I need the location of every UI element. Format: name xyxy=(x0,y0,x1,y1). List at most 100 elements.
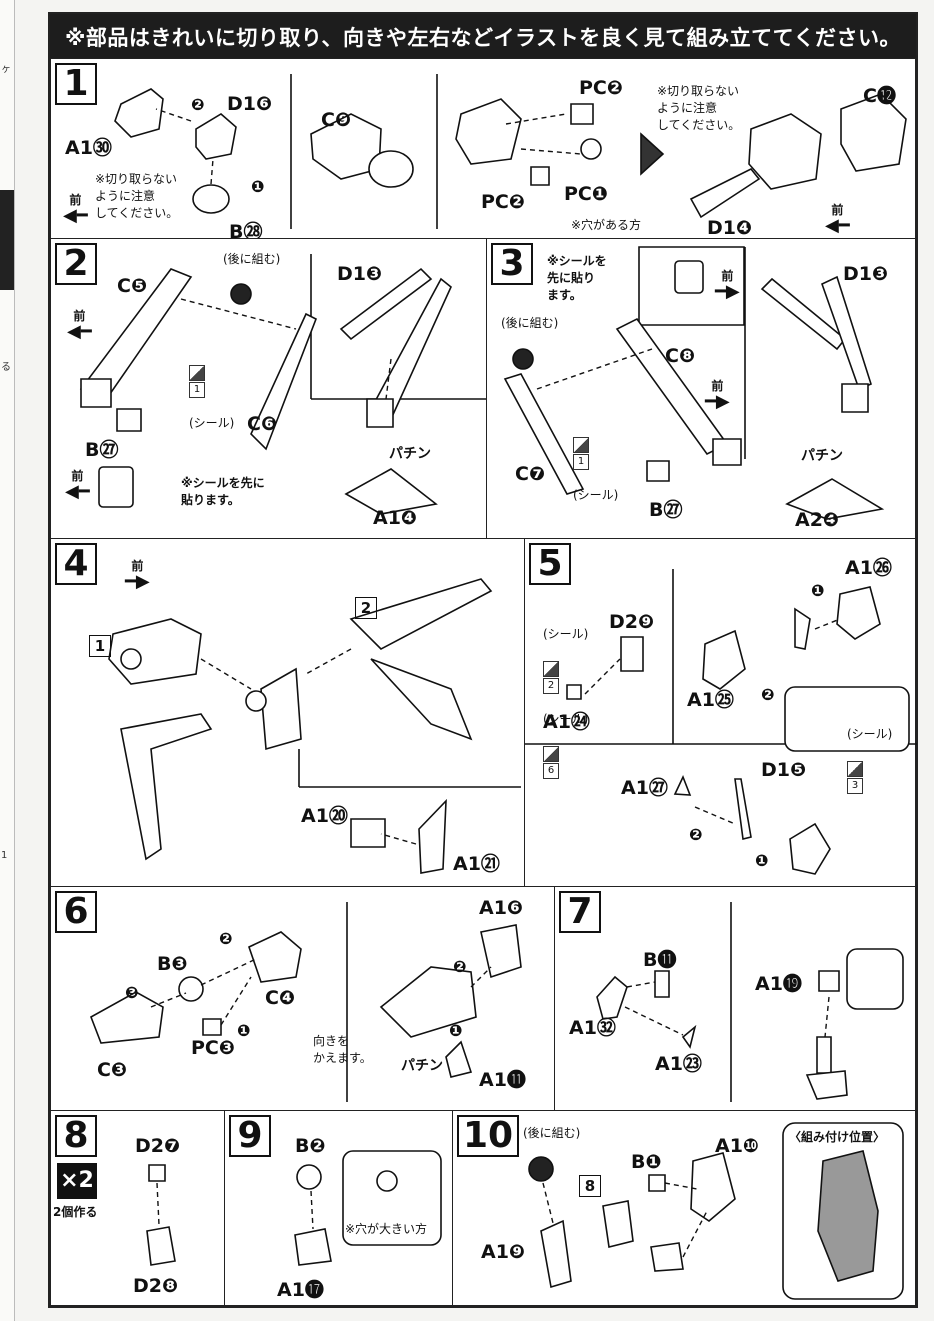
front-indicator: 前◀━ xyxy=(825,203,850,236)
seal-callout: 1 (シール) xyxy=(573,419,618,504)
order-marker: ❸ xyxy=(125,983,139,1002)
step-7-panel: 7 B⓫ A1㉜ A1㉓ A1⓳ xyxy=(554,886,916,1112)
part-label: PC❷ xyxy=(481,191,525,213)
seal-note: ※シールを先に 貼ります。 xyxy=(181,476,265,507)
step-2-panel: 2 C❺ B㉗ C❻ D1❸ A xyxy=(50,238,488,540)
part-label: D1❺ xyxy=(761,759,807,781)
instruction-sheet: ※部品はきれいに切り取り、向きや左右などイラストを良く見て組み立ててください。 … xyxy=(48,12,918,1308)
part-label: B❶ xyxy=(631,1151,662,1173)
step-number: 1 xyxy=(55,63,97,105)
multiplier-badge: ×2 xyxy=(57,1163,97,1199)
step-4-panel: 4 1 2 A1⑳ A1㉑ 前━ xyxy=(50,538,526,888)
part-label: B㉗ xyxy=(85,439,119,461)
ref-box: 8 xyxy=(579,1175,601,1197)
step-6-illustration xyxy=(51,887,557,1113)
front-indicator: 前◀━ xyxy=(65,469,90,502)
part-label: B⓫ xyxy=(643,949,677,971)
snap-text: パチン xyxy=(389,446,431,462)
step-1-illustration xyxy=(51,59,917,241)
front-indicator: 前━▶ xyxy=(125,559,150,592)
part-label: A1⓳ xyxy=(755,973,802,995)
seal-icon xyxy=(573,436,589,453)
later-note: (後に組む) xyxy=(501,316,559,330)
seal-text: (シール) xyxy=(847,727,893,741)
part-label: B❸ xyxy=(157,953,188,975)
step-2-illustration xyxy=(51,239,489,541)
front-indicator: 前◀━ xyxy=(63,193,88,226)
step-10-panel: 10 (後に組む) B❶ A1❿ A1❾ 8 〈組み付け位置〉 xyxy=(452,1110,916,1306)
banner-notice: ※部品はきれいに切り取り、向きや左右などイラストを良く見て組み立ててください。 xyxy=(50,14,916,60)
seal-icon xyxy=(543,745,559,762)
front-indicator: 前◀━ xyxy=(67,309,92,342)
order-marker: ❷ xyxy=(191,95,205,114)
part-label: D1❻ xyxy=(227,93,273,115)
edge-char: る xyxy=(1,362,11,373)
part-label: A1㉚ xyxy=(65,137,112,159)
step-4-illustration xyxy=(51,539,527,889)
part-label: A1㉗ xyxy=(621,777,668,799)
hole-note: ※穴がある方 xyxy=(571,218,642,232)
edge-tab xyxy=(0,190,14,290)
seal-text: (シール) xyxy=(189,416,235,430)
part-label: C❹ xyxy=(265,987,296,1009)
step-6-panel: 6 B❸ C❹ PC❸ C❸ A1❻ A1⓫ 向きを xyxy=(50,886,556,1112)
page-edge: ヶ る 1 xyxy=(0,0,15,1321)
part-label: C❺ xyxy=(117,275,148,297)
seal-icon xyxy=(543,660,559,677)
ref-box: 1 xyxy=(89,635,111,657)
seal-number: 3 xyxy=(847,777,863,794)
part-label: D2❾ xyxy=(609,611,655,633)
step-10-illustration xyxy=(453,1111,917,1307)
step-9-panel: 9 B❷ A1⓱ ※穴が大きい方 xyxy=(224,1110,454,1306)
part-label: A1⓫ xyxy=(479,1069,526,1091)
step-5-illustration xyxy=(525,539,917,889)
part-label: D1❸ xyxy=(843,263,889,285)
step-8-panel: 8 ×2 2個作る D2❼ D2❽ xyxy=(50,1110,226,1306)
part-label: C❻ xyxy=(247,413,278,435)
seal-number: 1 xyxy=(573,453,589,470)
step-number: 8 xyxy=(55,1115,97,1157)
snap-text: パチン xyxy=(801,448,843,464)
front-indicator: 前━▶ xyxy=(705,379,730,412)
part-label: D1❸ xyxy=(337,263,383,285)
part-label: D1❹ xyxy=(707,217,753,239)
seal-number: 6 xyxy=(543,762,559,779)
part-label: A1⓱ xyxy=(277,1279,324,1301)
later-note: (後に組む) xyxy=(223,252,281,266)
hole-note: ※穴が大きい方 xyxy=(345,1222,428,1236)
part-label: A1㉓ xyxy=(655,1053,702,1075)
order-marker: ❶ xyxy=(449,1021,463,1040)
seal-callout: (シール) 2 (シール) 6 xyxy=(543,609,588,779)
seal-text: (シール) xyxy=(543,712,589,726)
part-label: D2❽ xyxy=(133,1275,179,1297)
part-label: B㉘ xyxy=(229,221,263,243)
step-7-illustration xyxy=(555,887,917,1113)
step-3-illustration xyxy=(487,239,917,541)
step-5-panel: 5 (シール) 2 xyxy=(524,538,916,888)
make-count-note: 2個作る xyxy=(53,1205,98,1219)
part-label: A1❹ xyxy=(373,507,418,529)
seal-callout: 1 (シール) xyxy=(189,347,234,432)
turn-note: 向きを かえます。 xyxy=(313,1034,372,1065)
ref-box: 2 xyxy=(355,597,377,619)
seal-icon xyxy=(189,364,205,381)
step-8-illustration xyxy=(51,1111,227,1307)
order-marker: ❶ xyxy=(237,1021,251,1040)
part-label: C❸ xyxy=(97,1059,128,1081)
seal-callout: (シール) 3 xyxy=(847,709,892,794)
part-label: A1㉑ xyxy=(453,853,500,875)
part-label: A1㉔ xyxy=(543,711,590,733)
seal-text: (シール) xyxy=(543,627,589,641)
position-title: 〈組み付け位置〉 xyxy=(789,1130,886,1144)
part-label: D2❼ xyxy=(135,1135,181,1157)
seal-number: 1 xyxy=(189,381,205,398)
step-number: 2 xyxy=(55,243,97,285)
step-number: 3 xyxy=(491,243,533,285)
part-label: PC❸ xyxy=(191,1037,235,1059)
caution-note: ※切り取らない ように注意 してください。 xyxy=(657,84,741,132)
seal-note: ※シールを 先に貼り ます。 xyxy=(547,254,607,302)
order-marker: ❶ xyxy=(811,581,825,600)
seal-icon xyxy=(847,760,863,777)
seal-text: (シール) xyxy=(573,488,619,502)
part-label: C⓬ xyxy=(863,85,896,107)
